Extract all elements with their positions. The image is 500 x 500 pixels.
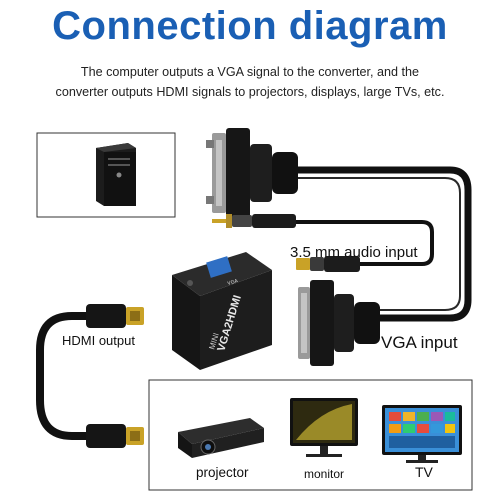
audio-jack-bottom xyxy=(296,256,360,272)
page-title: Connection diagram xyxy=(52,4,448,48)
audio-input-label: 3.5 mm audio input xyxy=(290,244,418,261)
tv-icon xyxy=(382,405,462,463)
computer-tower-icon xyxy=(96,143,136,206)
projector-label: projector xyxy=(196,465,249,480)
hdmi-cable xyxy=(36,312,122,440)
hdmi-output-label: HDMI output xyxy=(62,333,135,348)
audio-jack-top xyxy=(212,214,434,266)
monitor-label: monitor xyxy=(304,467,345,481)
vga-cable xyxy=(292,166,472,322)
description: The computer outputs a VGA signal to the… xyxy=(30,62,470,102)
converter-top-port-label: VGA xyxy=(227,278,239,287)
tv-label: TV xyxy=(415,464,433,480)
hdmi-connector-bottom xyxy=(86,424,144,448)
audio-port-icon xyxy=(187,280,193,286)
hdmi-connector-top xyxy=(86,304,144,328)
monitor-icon xyxy=(290,398,358,457)
projector-icon xyxy=(178,418,264,458)
vga-connector-bottom xyxy=(298,280,380,366)
vga-connector-top xyxy=(206,128,298,220)
description-line-2: converter outputs HDMI signals to projec… xyxy=(55,85,445,99)
description-line-1: The computer outputs a VGA signal to the… xyxy=(80,65,420,79)
vga-input-label: VGA input xyxy=(381,333,458,352)
vga-cable-shine xyxy=(296,177,461,311)
vga-port xyxy=(206,256,232,278)
vga-to-hdmi-converter: VGA VGA2HDMI MINI xyxy=(172,252,272,370)
